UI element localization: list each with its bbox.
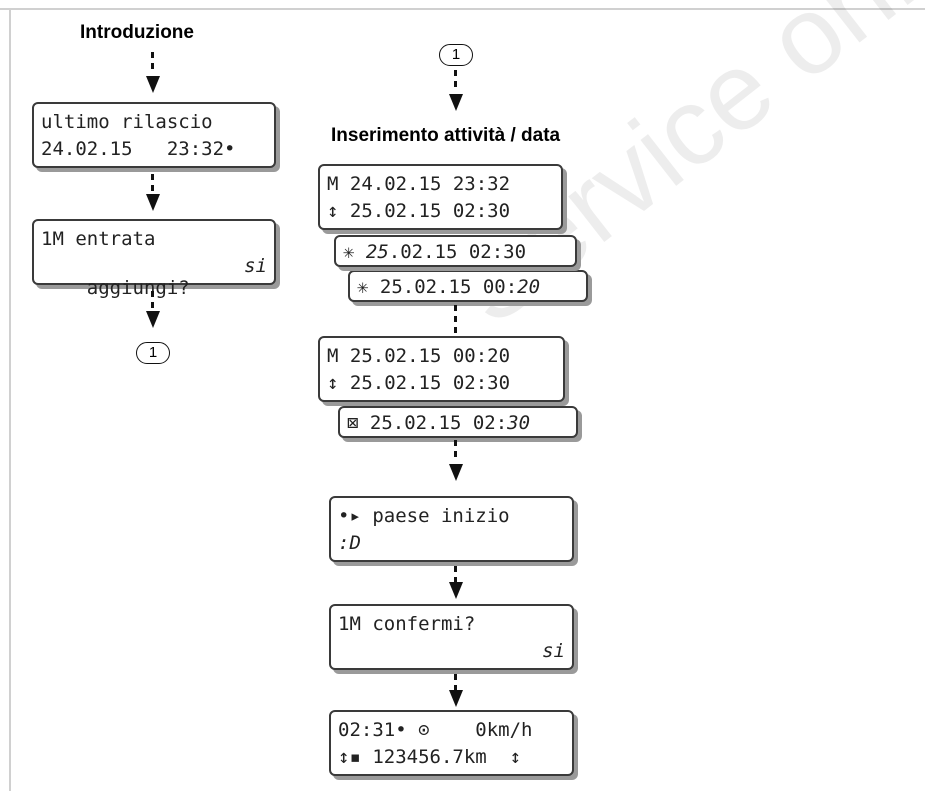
rest-icon: ✳ [357,276,369,298]
arrow-down-icon [146,311,160,328]
connector-ref: 1 [136,342,170,364]
lcd-line: ✳ 25.02.15 02:30 [343,241,568,263]
arrow-line [454,674,457,690]
arrow-down-icon [449,582,463,599]
lcd-yes-option: si [542,640,565,662]
lcd-line: :D [338,532,361,554]
lcd-line: ↕▪ 123456.7km ↕ [338,746,522,768]
lcd-line: M 25.02.15 00:20 [327,345,511,367]
lcd-line: si [338,640,565,662]
lcd-cursor-value: 20 [517,276,541,298]
lcd-rest-end: ✳ 25.02.15 00:20 [348,270,588,302]
lcd-line: •▸ paese inizio [338,505,510,527]
lcd-confirm: 1M confermi? si [329,604,574,670]
arrow-down-icon [449,94,463,111]
lcd-text: .02.15 02:30 [388,241,527,263]
lcd-line: ✳ 25.02.15 00:20 [357,276,579,298]
lcd-line: 24.02.15 23:32• [41,138,236,160]
lcd-last-withdrawal: ultimo rilascio 24.02.15 23:32• [32,102,276,168]
rest-icon: ✳ [343,241,355,263]
lcd-standard-display: 02:31• ⊙ 0km/h ↕▪ 123456.7km ↕ [329,710,574,776]
arrow-line [454,305,457,333]
lcd-cursor-value: 25 [365,241,389,263]
lcd-country-start: •▸ paese inizio :D [329,496,574,562]
arrow-down-icon [449,464,463,481]
frame-top-border [0,8,925,10]
lcd-line: M 24.02.15 23:32 [327,173,511,195]
frame-left-border [9,8,11,791]
lcd-add-entry: 1M entrata aggiungi? si [32,219,276,299]
arrow-down-icon [449,690,463,707]
heading-introduzione: Introduzione [80,22,194,43]
arrow-line [454,440,457,462]
lcd-line: aggiungi? si [41,255,267,299]
arrow-line [151,291,154,309]
lcd-availability: ⊠ 25.02.15 02:30 [338,406,578,438]
heading-activity-entry: Inserimento attività / data [331,125,561,146]
connector-ref: 1 [439,44,473,66]
lcd-yes-option: si [244,255,267,277]
lcd-text: 25.02.15 02: [358,412,508,434]
lcd-text: aggiungi? [86,277,190,299]
lcd-line: ↕ 25.02.15 02:30 [327,372,511,394]
arrow-line [454,566,457,582]
lcd-line: ultimo rilascio [41,111,213,133]
lcd-rest-start: ✳ 25.02.15 02:30 [334,235,577,267]
lcd-activity-period: M 24.02.15 23:32 ↕ 25.02.15 02:30 [318,164,563,230]
lcd-cursor-value: 30 [507,412,531,434]
arrow-down-icon [146,76,160,93]
arrow-line [151,174,154,192]
arrow-line [454,70,457,92]
availability-icon: ⊠ [347,412,359,434]
lcd-line: 02:31• ⊙ 0km/h [338,719,533,741]
lcd-activity-period-2: M 25.02.15 00:20 ↕ 25.02.15 02:30 [318,336,565,402]
arrow-line [151,52,154,74]
lcd-line: ↕ 25.02.15 02:30 [327,200,511,222]
lcd-line: ⊠ 25.02.15 02:30 [347,412,569,434]
lcd-text: 25.02.15 00: [368,276,518,298]
lcd-line: 1M confermi? [338,613,476,635]
lcd-line: 1M entrata [41,228,156,250]
arrow-down-icon [146,194,160,211]
